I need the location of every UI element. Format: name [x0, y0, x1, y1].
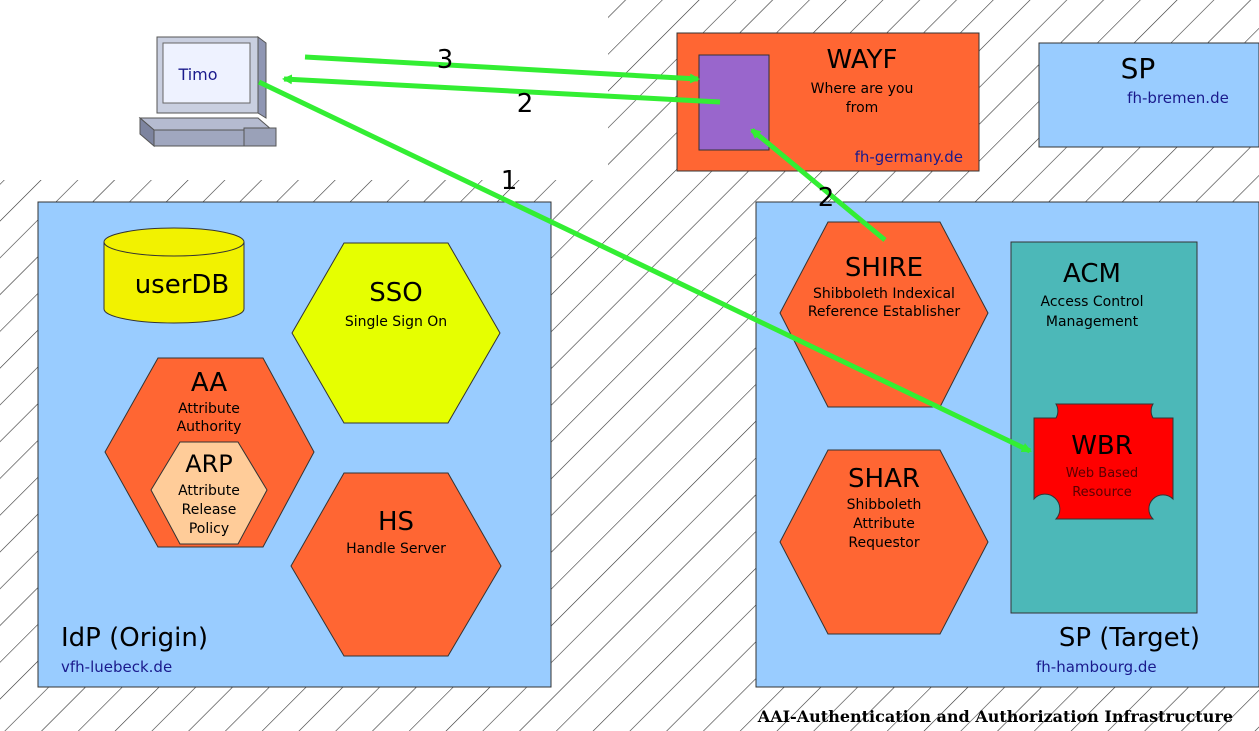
arrow-3-label: 3 [437, 45, 454, 75]
shar-desc-1: Shibboleth [847, 497, 922, 513]
wayf-desc-2: from [846, 100, 879, 116]
aa-title: AA [191, 368, 228, 398]
arp-title: ARP [185, 450, 233, 478]
arp-desc-2: Release [182, 502, 237, 518]
shire-desc-1: Shibboleth Indexical [813, 286, 955, 302]
user-label: Timo [177, 65, 217, 84]
sp-top-domain: fh-bremen.de [1127, 89, 1229, 107]
flow-arrows [257, 54, 1032, 454]
acm-desc-2: Management [1046, 314, 1139, 330]
sso-hexagon: SSO Single Sign On [291, 242, 501, 424]
arp-desc-3: Policy [189, 521, 229, 537]
arrow-1 [257, 79, 1032, 454]
hs-desc: Handle Server [346, 541, 446, 557]
arrow-1-label: 1 [501, 166, 518, 196]
shire-hexagon: SHIRE Shibboleth Indexical Reference Est… [779, 221, 989, 408]
shar-desc-2: Attribute [853, 516, 915, 532]
wbr-desc-1: Web Based [1066, 466, 1138, 481]
sp-target-domain: fh-hambourg.de [1036, 658, 1157, 676]
shire-title: SHIRE [845, 253, 923, 283]
arrow-2-shire [750, 128, 887, 242]
arrow-2-label: 2 [517, 89, 534, 119]
shar-hexagon: SHAR Shibboleth Attribute Requestor [779, 449, 989, 635]
sp-top-title: SP [1121, 52, 1156, 85]
acm-title: ACM [1063, 259, 1121, 289]
diagram-caption: AAI-Authentication and Authorization Inf… [757, 707, 1233, 726]
wayf-desc-1: Where are you [811, 81, 914, 97]
aa-desc-2: Authority [177, 419, 242, 435]
arrow-3 [304, 54, 700, 84]
acm-desc-1: Access Control [1041, 294, 1144, 310]
shar-desc-3: Requestor [848, 535, 919, 551]
wbr-box: WBR Web Based Resource [1033, 403, 1174, 520]
arrow-2-shire-label: 2 [818, 183, 835, 213]
hs-hexagon: HS Handle Server [290, 472, 502, 657]
shire-desc-2: Reference Establisher [808, 304, 961, 320]
wayf-title: WAYF [827, 45, 898, 75]
wayf-box: WAYF Where are you from fh-germany.de [676, 32, 980, 172]
sso-title: SSO [369, 278, 422, 308]
wbr-title: WBR [1071, 431, 1133, 461]
shar-title: SHAR [848, 464, 920, 494]
hs-title: HS [378, 507, 414, 537]
sp-target-title: SP (Target) [1059, 623, 1200, 653]
idp-title: IdP (Origin) [61, 623, 208, 653]
userdb-cylinder: userDB [103, 227, 245, 324]
wbr-desc-2: Resource [1072, 485, 1132, 500]
idp-domain: vfh-luebeck.de [61, 658, 172, 676]
sp-top-box: SP fh-bremen.de [1038, 42, 1259, 148]
aa-desc-1: Attribute [178, 401, 240, 417]
userdb-label: userDB [135, 270, 230, 300]
arp-hexagon: ARP Attribute Release Policy [150, 441, 268, 545]
sso-desc: Single Sign On [345, 314, 447, 330]
arp-desc-1: Attribute [178, 483, 240, 499]
arrow-2-wayf [282, 74, 721, 105]
computer-icon: Timo [138, 36, 277, 148]
wayf-domain: fh-germany.de [855, 148, 963, 166]
